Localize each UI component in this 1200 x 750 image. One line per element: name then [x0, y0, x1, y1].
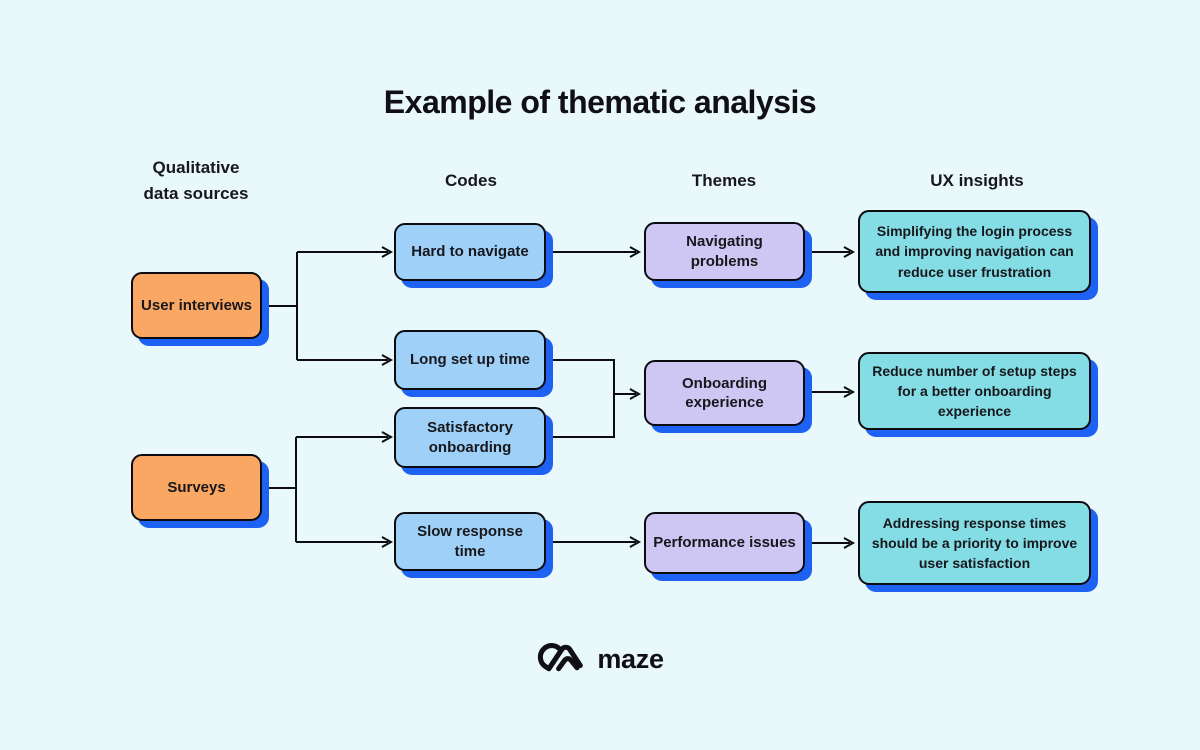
- page-title: Example of thematic analysis: [383, 84, 817, 120]
- node-navigating-problems: Navigating problems: [644, 222, 805, 281]
- node-surveys: Surveys: [131, 454, 262, 521]
- node-insight-onboarding: Reduce number of setup steps for a bette…: [858, 352, 1091, 430]
- node-slow-response-time: Slow response time: [394, 512, 546, 571]
- edge-trunk-surveys: [260, 437, 297, 542]
- node-label: Onboarding experience: [682, 374, 767, 412]
- node-label: Slow response time: [417, 523, 523, 560]
- node-onboarding-experience: Onboarding experience: [644, 360, 805, 426]
- column-header-sources: Qualitative data sources: [143, 158, 249, 203]
- column-header-codes: Codes: [445, 171, 497, 190]
- node-long-set-up-time: Long set up time: [394, 330, 546, 390]
- edge-trunk-user-interviews: [260, 252, 298, 360]
- edge-surveys-satisfactory-onboarding: [296, 431, 394, 443]
- node-label: Reduce number of setup steps for a bette…: [872, 362, 1077, 420]
- edge-hard-to-navigate-navigating-problems: [545, 246, 642, 258]
- node-label: Satisfactory onboarding: [427, 419, 513, 456]
- edge-surveys-slow-response-time: [296, 536, 394, 548]
- node-hard-to-navigate: Hard to navigate: [394, 223, 546, 281]
- node-label: Navigating problems: [686, 233, 763, 270]
- node-insight-navigation: Simplifying the login process and improv…: [858, 210, 1091, 293]
- node-satisfactory-onboarding: Satisfactory onboarding: [394, 407, 546, 468]
- column-header-insights: UX insights: [930, 171, 1024, 190]
- edge-user-interviews-long-set-up-time: [297, 354, 394, 366]
- maze-logo: maze: [0, 640, 1200, 678]
- node-label: Surveys: [167, 478, 226, 496]
- maze-logo-icon: [538, 643, 584, 672]
- node-label: Long set up time: [410, 351, 530, 369]
- node-label: Addressing response times should be a pr…: [871, 514, 1078, 572]
- edge-performance-issues-insight: [804, 537, 856, 549]
- node-performance-issues: Performance issues: [644, 512, 805, 574]
- edge-onboarding-experience-insight: [804, 386, 856, 398]
- edge-bracket-onboarding: [545, 359, 615, 438]
- node-label: Performance issues: [653, 534, 796, 552]
- node-label: User interviews: [141, 296, 252, 314]
- node-user-interviews: User interviews: [131, 272, 262, 339]
- maze-logo-text: maze: [597, 643, 664, 674]
- edge-slow-response-performance-issues: [545, 536, 642, 548]
- node-insight-performance: Addressing response times should be a pr…: [858, 501, 1091, 585]
- edge-user-interviews-hard-to-navigate: [297, 246, 394, 258]
- column-header-themes: Themes: [691, 171, 757, 190]
- edge-navigating-problems-insight: [804, 246, 856, 258]
- node-label: Simplifying the login process and improv…: [875, 223, 1074, 280]
- node-label: Hard to navigate: [411, 243, 529, 261]
- edge-merge-onboarding-experience: [614, 388, 642, 400]
